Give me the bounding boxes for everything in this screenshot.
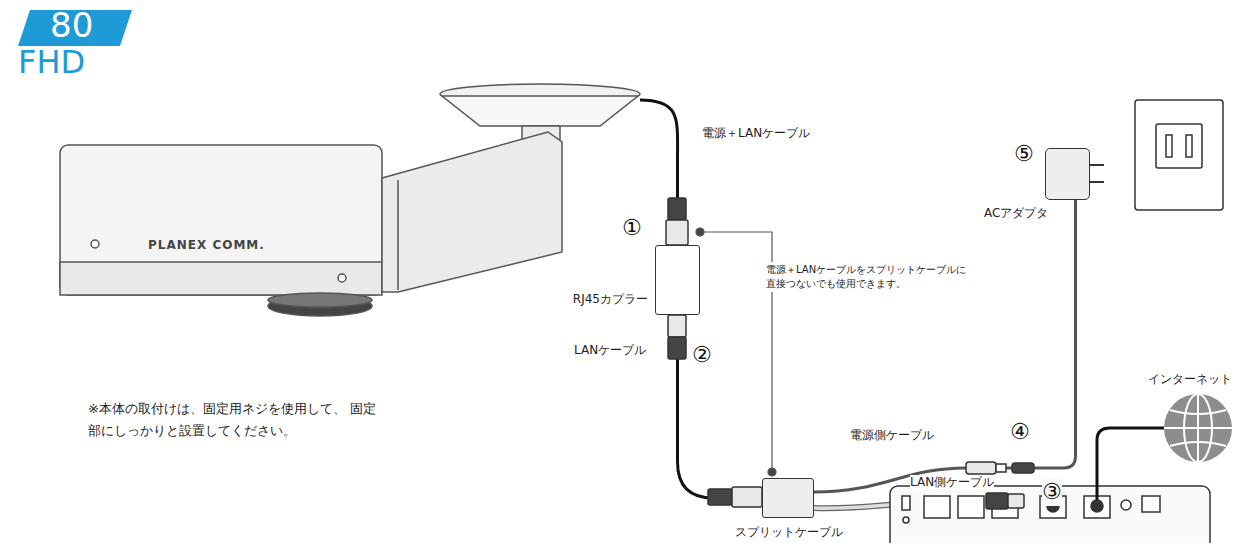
rj45-plug bbox=[1008, 494, 1024, 508]
cable bbox=[814, 200, 1076, 492]
callout-number: ⑤ bbox=[1014, 140, 1034, 168]
cable-label: LAN側ケーブル bbox=[910, 475, 994, 490]
ac-adapter: ACアダプタ bbox=[1045, 148, 1090, 200]
globe-label: インターネット bbox=[1148, 372, 1232, 387]
globe-icon bbox=[1164, 427, 1232, 429]
note: 電源＋LANケーブルをスプリットケーブルに 直接つないでも使用できます。 bbox=[764, 262, 980, 292]
router bbox=[1142, 496, 1160, 512]
adapter-prongs bbox=[1090, 165, 1104, 182]
cable-label: LANケーブル bbox=[574, 343, 646, 358]
globe-icon bbox=[1170, 410, 1226, 414]
callout-number: ④ bbox=[1010, 418, 1030, 446]
router bbox=[958, 496, 984, 518]
node-heading: ACアダプタ bbox=[984, 206, 1048, 221]
router bbox=[902, 496, 910, 510]
dc-plug bbox=[966, 462, 1034, 474]
rj45-plug bbox=[668, 337, 686, 359]
camera-drawing bbox=[60, 84, 640, 316]
badge-number: 80 bbox=[50, 6, 93, 44]
wall-outlet bbox=[1135, 100, 1223, 210]
rj45-coupler: RJ45カプラー bbox=[655, 245, 700, 315]
note-leader bbox=[768, 468, 776, 476]
camera-drawing bbox=[397, 180, 399, 290]
globe-icon bbox=[1164, 394, 1232, 462]
cable-label: 電源側ケーブル bbox=[850, 428, 934, 443]
node-heading: スプリットケーブル bbox=[735, 525, 843, 540]
note-leader bbox=[704, 232, 772, 470]
rj45-plug bbox=[708, 489, 732, 505]
camera-drawing bbox=[382, 132, 562, 292]
dc-plug bbox=[1012, 463, 1034, 473]
wall-outlet bbox=[1166, 135, 1172, 157]
rj45-plug bbox=[666, 198, 1024, 509]
cable bbox=[678, 315, 763, 498]
split-cable: スプリットケーブル bbox=[762, 478, 814, 518]
wall-outlet bbox=[1156, 124, 1202, 168]
callout-number: ③ bbox=[1042, 478, 1062, 506]
cable-label: 電源＋LANケーブル bbox=[702, 126, 810, 141]
rj45-plug bbox=[666, 220, 688, 245]
wall-outlet bbox=[1186, 135, 1192, 157]
camera: PLANEX COMM. bbox=[60, 85, 640, 320]
rj45-plug bbox=[732, 487, 762, 507]
dc-plug bbox=[996, 464, 1006, 472]
camera-drawing bbox=[91, 240, 99, 248]
router bbox=[1091, 500, 1103, 512]
wall-outlet bbox=[1135, 100, 1223, 210]
callout-number: ① bbox=[622, 214, 642, 242]
rj45-plug bbox=[668, 198, 686, 220]
adapter-prongs bbox=[1090, 164, 1104, 166]
dc-plug bbox=[966, 462, 996, 474]
router bbox=[1121, 500, 1131, 510]
globe-icon bbox=[1164, 394, 1232, 462]
globe-icon bbox=[1164, 394, 1232, 462]
node-heading: PLANEX COMM. bbox=[148, 238, 265, 253]
router bbox=[903, 517, 909, 523]
globe-icon bbox=[1170, 442, 1226, 446]
camera-drawing bbox=[60, 262, 382, 295]
node-heading: RJ45カプラー bbox=[573, 292, 648, 307]
internet-cable bbox=[1097, 428, 1164, 500]
mounting-note: ※本体の取付けは、固定用ネジを使用して、 固定部にしっかりと設置してください。 bbox=[88, 398, 388, 442]
callout-number: ② bbox=[692, 341, 712, 369]
camera-drawing bbox=[442, 96, 638, 126]
camera-drawing bbox=[268, 293, 372, 307]
router bbox=[924, 496, 950, 518]
badge-text: FHD bbox=[18, 44, 85, 80]
camera-drawing bbox=[338, 274, 346, 282]
rj45-plug bbox=[668, 315, 686, 337]
note-leader bbox=[696, 228, 704, 236]
camera-drawing bbox=[60, 145, 382, 295]
internet-cable bbox=[1097, 428, 1164, 500]
rj45-plug bbox=[986, 493, 1008, 509]
adapter-prongs bbox=[1090, 181, 1104, 183]
